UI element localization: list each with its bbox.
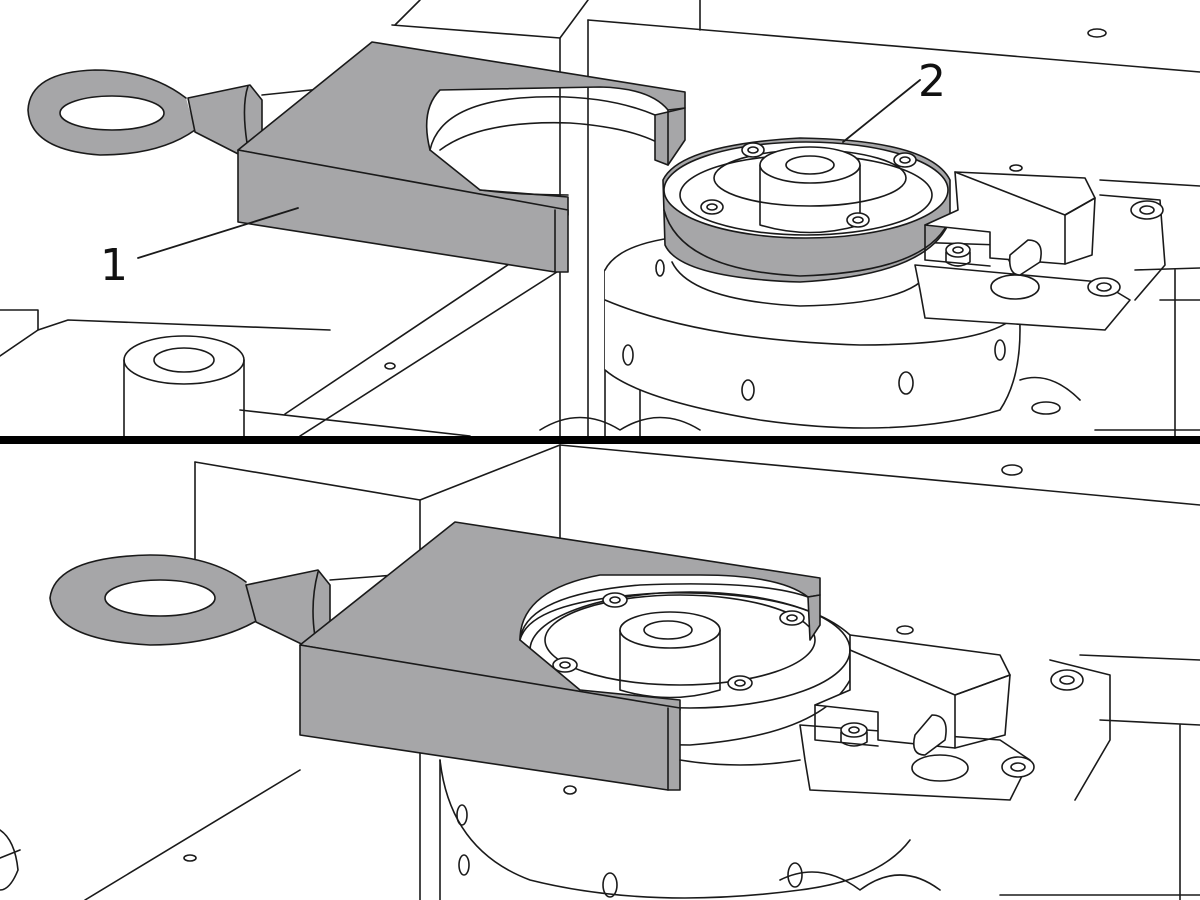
bottom-clamp-block [799,625,1111,801]
callout-2: 2 [918,56,946,107]
callout-leaders-top [137,79,921,259]
ring-part-2 [662,137,951,307]
bottom-rotary-base [439,759,941,900]
leader-2 [842,79,921,143]
bottom-screw-heads [552,592,805,691]
panel-divider [0,436,1200,444]
top-post [123,335,245,436]
top-clamp-block [914,171,1166,331]
fork-fixture-part-1 [27,41,686,273]
top-housing [0,0,1200,436]
bottom-fork-fixture [49,521,821,791]
callout-1: 1 [100,240,128,291]
leader-1 [137,207,299,259]
ring-screw-heads [700,142,917,228]
top-panel [0,0,1200,436]
bottom-panel [0,444,1200,900]
